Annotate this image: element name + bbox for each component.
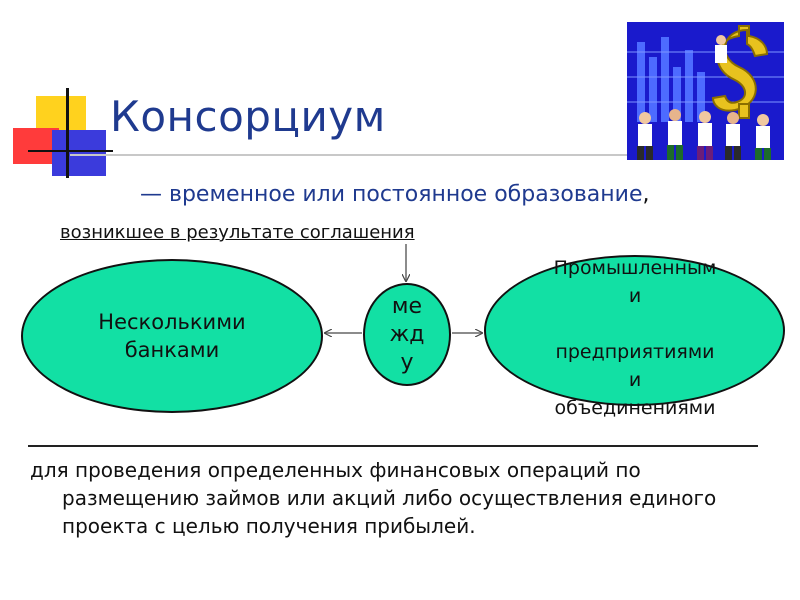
purpose-line-rest: размещению займов или акций либо осущест… [30,484,730,540]
node-banks: Несколькими банками [21,259,323,413]
node-banks-label: Несколькими банками [87,308,257,364]
node-between: ме жд у [363,283,451,386]
separator-line [28,445,758,447]
node-enterprises-label: Промышленным и предприятиями и объединен… [510,254,760,422]
purpose-line-1: для проведения определенных финансовых о… [30,456,730,484]
node-between-label: ме жд у [389,293,424,377]
purpose-paragraph: для проведения определенных финансовых о… [30,456,730,540]
